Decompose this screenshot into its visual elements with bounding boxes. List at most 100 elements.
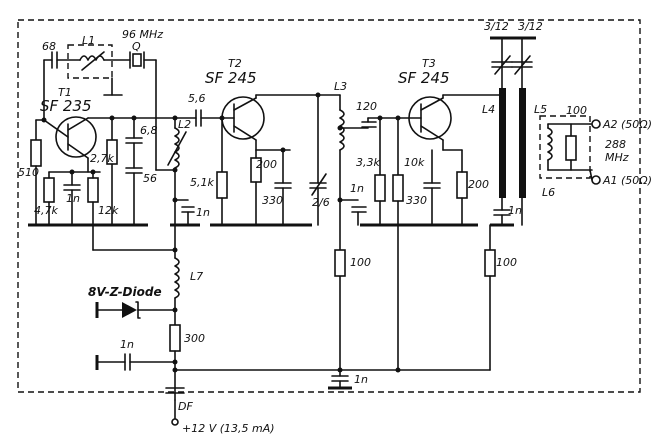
- t3-collector: [420, 97, 444, 111]
- r10k-body: [392, 174, 404, 202]
- l7-label: L7: [190, 270, 203, 283]
- junction-dot: [395, 367, 401, 373]
- r10k-label: 10k: [404, 156, 425, 169]
- zener-diode: [122, 302, 137, 318]
- r300-body: [169, 324, 181, 352]
- r100-out-body: [565, 135, 577, 161]
- ct1-arrow: [494, 55, 511, 75]
- c1n-t1-label: 1n: [66, 192, 80, 205]
- supply-label: +12 V (13,5 mA): [182, 422, 275, 435]
- r33k-label: 3,3k: [356, 156, 380, 169]
- t1-emitter: [67, 143, 89, 159]
- junction-dot: [280, 147, 286, 153]
- r510-label: 510: [18, 166, 39, 179]
- r330-t3-label: 330: [406, 194, 427, 207]
- r51k-body: [216, 171, 228, 199]
- r27k-label: 2,7k: [90, 152, 114, 165]
- junction-dot: [172, 167, 178, 173]
- crystal-freq-label: 96 MHz: [122, 28, 163, 41]
- t3-ref-label: T3: [422, 57, 436, 70]
- junction-dot: [337, 367, 343, 373]
- l5-label: L5: [534, 103, 547, 116]
- t1-collector: [67, 117, 89, 131]
- df-label: DF: [178, 400, 193, 413]
- r12k-body: [87, 177, 99, 203]
- r12k-label: 12k: [98, 204, 119, 217]
- junction-dot: [499, 92, 505, 98]
- c1n-l2-label: 1n: [196, 206, 210, 219]
- t2-collector: [233, 97, 257, 111]
- r330-t2-label: 330: [262, 194, 283, 207]
- l6-dashed-box: [539, 115, 591, 179]
- junction-dot: [395, 115, 401, 121]
- a1-label: A1 (50Ω): [602, 174, 652, 187]
- r510-body: [30, 139, 42, 167]
- l1-label: L1: [82, 34, 95, 47]
- r33k-body: [374, 174, 386, 202]
- junction-dot: [337, 125, 343, 131]
- t1-transistor: [55, 116, 97, 158]
- l2-label: L2: [178, 118, 191, 131]
- l4-line: [499, 88, 506, 198]
- junction-dot: [172, 197, 178, 203]
- t2-ref-label: T2: [228, 57, 242, 70]
- l2-coil: [174, 127, 180, 169]
- junction-dot: [172, 115, 178, 121]
- c1n-bottom-label: 1n: [354, 373, 368, 386]
- junction-dot: [41, 117, 47, 123]
- l6-label: L6: [542, 186, 555, 199]
- junction-dot: [172, 247, 178, 253]
- junction-dot: [172, 307, 178, 313]
- ct2-arrow: [514, 55, 531, 75]
- l1-tuning-arrow: [81, 51, 105, 71]
- r200-t2-label: 200: [256, 158, 277, 171]
- r100-right-label: 100: [496, 256, 517, 269]
- junction-dot: [315, 92, 321, 98]
- a2-terminal: [591, 119, 601, 129]
- r47k-label: 4,7k: [34, 204, 58, 217]
- t2-emitter: [233, 125, 257, 141]
- r200-t3-label: 200: [468, 178, 489, 191]
- r200-t3-body: [456, 171, 468, 199]
- l3-label: L3: [334, 80, 347, 93]
- out-freq-unit-label: MHz: [605, 151, 629, 164]
- r47k-body: [43, 177, 55, 203]
- shield-enclosure: [17, 19, 641, 393]
- c120-label: 120: [356, 100, 377, 113]
- crystal-body: [132, 53, 142, 67]
- r100-right-body: [484, 249, 496, 277]
- t3-emitter: [420, 125, 444, 141]
- a2-label: A2 (50Ω): [602, 118, 652, 131]
- junction-dot: [377, 115, 383, 121]
- junction-dot: [131, 115, 137, 121]
- c68-label: 68: [42, 40, 56, 53]
- c1n-l3-label: 1n: [350, 182, 364, 195]
- l1-coil: [79, 55, 105, 61]
- c1n-l4-label: 1n: [508, 204, 522, 217]
- junction-dot: [90, 169, 96, 175]
- l2-tuning-arrow: [167, 131, 187, 166]
- a1-terminal: [591, 175, 601, 185]
- zener-label: 8V-Z-Diode: [88, 285, 162, 299]
- out-freq-label: 288: [605, 138, 626, 151]
- junction-dot: [109, 115, 115, 121]
- t1-ref-label: T1: [58, 86, 72, 99]
- r100-out-label: 100: [566, 104, 587, 117]
- r100-mid-label: 100: [350, 256, 371, 269]
- r100-mid-body: [334, 249, 346, 277]
- l3-coil: [339, 109, 345, 151]
- l5-line: [519, 88, 526, 198]
- junction-dot: [69, 169, 75, 175]
- junction-dot: [219, 115, 225, 121]
- r51k-label: 5,1k: [190, 176, 214, 189]
- t1-type-label: SF 235: [40, 97, 92, 115]
- t1-base-lead: [43, 119, 69, 138]
- supply-terminal: [171, 418, 179, 426]
- t3-type-label: SF 245: [398, 69, 450, 87]
- ct2-label: 3/12: [518, 20, 543, 33]
- l1-dashed-box: [67, 44, 113, 79]
- c26-label: 2/6: [312, 196, 330, 209]
- c56b-label: 5,6: [188, 92, 206, 105]
- junction-dot: [172, 367, 178, 373]
